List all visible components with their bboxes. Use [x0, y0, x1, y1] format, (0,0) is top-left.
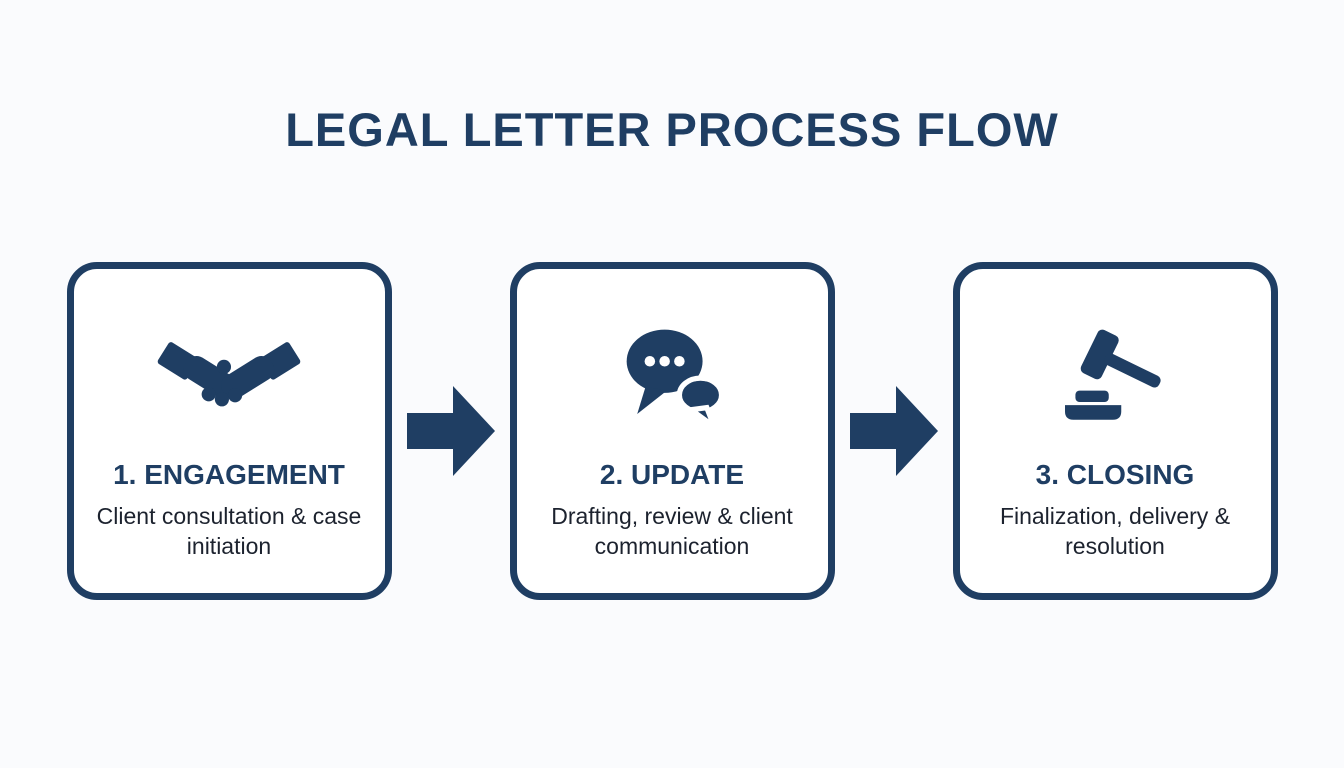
- step-title: 2. UPDATE: [599, 459, 745, 490]
- step-title: 3. CLOSING: [1035, 459, 1195, 490]
- step-box-engagement: 1. ENGAGEMENT Client consultation & case…: [66, 262, 392, 600]
- step-description: Client consultation & case initiation: [96, 503, 362, 560]
- step-description: Finalization, delivery & resolution: [999, 503, 1231, 560]
- step-box-update: 2. UPDATE Drafting, review & client comm…: [509, 262, 835, 600]
- step-description: Drafting, review & client communication: [551, 503, 793, 560]
- chat-bubbles-icon: [614, 315, 730, 437]
- step-box-closing: 3. CLOSING Finalization, delivery & reso…: [952, 262, 1278, 600]
- page-title: LEGAL LETTER PROCESS FLOW: [285, 103, 1059, 156]
- arrow-right-icon: [392, 262, 510, 600]
- handshake-icon: [153, 315, 305, 437]
- gavel-icon: [1052, 315, 1178, 437]
- process-flow: 1. ENGAGEMENT Client consultation & case…: [0, 262, 1344, 600]
- step-title: 1. ENGAGEMENT: [113, 459, 345, 490]
- arrow-right-icon: [835, 262, 953, 600]
